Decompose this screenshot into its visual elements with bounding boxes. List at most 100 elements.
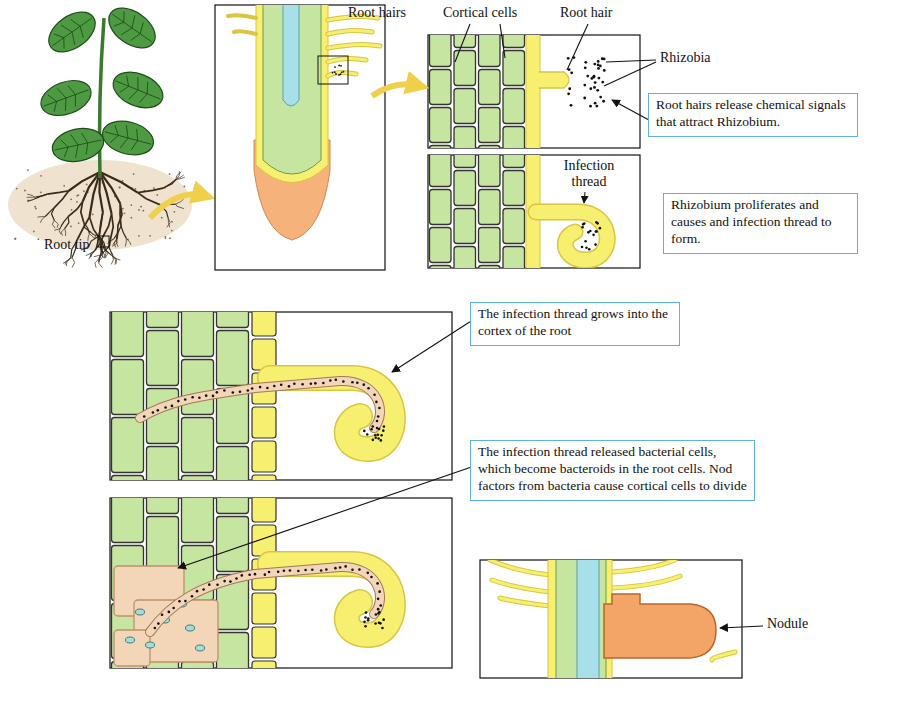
root-hair: [490, 560, 550, 575]
rhizobium-dot: [248, 573, 251, 576]
rhizobium-dot: [593, 63, 596, 66]
rhizobium-dot: [280, 384, 283, 387]
leaf-blade: [42, 4, 103, 60]
rhizobium-dot: [583, 97, 586, 100]
callout-box: The infection thread released bacterial …: [470, 440, 755, 501]
cortical-cell: [182, 476, 214, 481]
rhizobium-dot: [152, 411, 155, 414]
cortical-cell: [479, 190, 501, 225]
leaf: [42, 4, 103, 60]
part-label: Root hair: [560, 5, 613, 21]
rhizobium-dot: [377, 437, 380, 440]
rhizobium-dot: [335, 73, 337, 75]
soil-grain: [27, 169, 29, 171]
cortical-cell: [112, 418, 144, 473]
rhizobium-dot: [589, 87, 592, 90]
root-line: [89, 217, 102, 242]
soil-grain: [156, 194, 158, 196]
leaf-vein: [105, 4, 158, 51]
rhizobium-dot: [341, 71, 343, 73]
rhizobium-dot: [168, 611, 171, 614]
bean-plant: [8, 0, 192, 268]
root-hair: [328, 44, 380, 48]
leaf: [108, 65, 168, 114]
curled-root-hair: [536, 212, 607, 260]
rhizobium-dot: [202, 588, 205, 591]
soil-grain: [165, 237, 167, 239]
panel-frame: [110, 498, 452, 668]
rhizobium-dot: [378, 622, 381, 625]
rhizobium-dot: [216, 583, 219, 586]
rhizobium-dot: [596, 89, 599, 92]
rhizobium-dot: [584, 66, 587, 69]
epidermal-cell: [252, 407, 276, 438]
soil-grain: [16, 188, 18, 190]
root-line: [113, 239, 118, 246]
cortical-cell: [217, 447, 249, 481]
root-hair: [328, 44, 380, 48]
soil-grain: [124, 212, 126, 214]
rhizobium-dot: [367, 617, 370, 620]
cortical-cell: [147, 331, 179, 386]
rhizobium-dot: [603, 69, 606, 72]
cortical-cell: [112, 360, 144, 415]
leader-line: [720, 626, 763, 628]
leaf: [99, 116, 158, 160]
root-hair: [328, 30, 372, 34]
vascular-cylinder: [283, 5, 299, 106]
epidermal-cell: [252, 627, 276, 658]
rhizobium-dot: [597, 67, 600, 70]
callout-text: Root hairs release chemical signals that…: [656, 97, 850, 131]
rhizobium-dot: [266, 387, 269, 390]
root-line: [54, 220, 58, 227]
soil-grain: [142, 210, 144, 212]
rhizobium-dot: [376, 582, 379, 585]
cortical-cell: [182, 360, 214, 415]
rhizobium-dot: [383, 425, 386, 428]
curled-root-hair: [536, 212, 607, 260]
root-line: [116, 226, 117, 239]
root-line: [118, 204, 122, 226]
cortical-cell: [430, 108, 452, 143]
rhizobium-dot: [172, 607, 175, 610]
rhizobium-dot: [157, 622, 160, 625]
rhizobium-dot: [377, 433, 380, 436]
soil-grain: [76, 201, 78, 203]
root-line: [28, 199, 35, 202]
rhizobium-dot: [379, 604, 382, 607]
cortical-cell: [430, 70, 452, 105]
rhizobium-dot: [583, 84, 586, 87]
rhizobium-dot: [594, 102, 597, 105]
leaf-vein: [111, 70, 164, 110]
leader-line: [584, 192, 585, 203]
rhizobium-dot: [239, 390, 242, 393]
rhizobium-dot: [378, 428, 381, 431]
rhizobium-dot: [191, 396, 194, 399]
rhizobium-dot: [595, 230, 598, 233]
root-line: [65, 217, 69, 229]
rhizobium-dot: [567, 92, 570, 95]
cortical-cell: [479, 35, 501, 67]
soil-grain: [138, 209, 140, 211]
root-line: [126, 238, 131, 245]
leader-line: [178, 467, 470, 568]
root-line: [163, 179, 176, 188]
rhizobium-dot: [171, 405, 174, 408]
cortical-cell: [217, 312, 249, 328]
soil-grain: [70, 198, 72, 200]
rhizobium-dot: [161, 613, 164, 616]
bacteroid: [186, 625, 195, 631]
root-line: [176, 172, 182, 179]
root-line: [45, 207, 54, 216]
rhizobium-dot: [599, 96, 602, 99]
root-line: [95, 258, 100, 267]
infection-thread: [150, 567, 380, 632]
rhizobium-dot: [378, 590, 381, 593]
soil-grain: [70, 226, 72, 228]
rhizobium-dot: [268, 571, 271, 574]
soil-grain: [171, 221, 173, 223]
part-label: Root tip: [44, 237, 90, 253]
part-label: Infection thread: [560, 158, 618, 190]
rhizobium-dot: [264, 573, 267, 576]
